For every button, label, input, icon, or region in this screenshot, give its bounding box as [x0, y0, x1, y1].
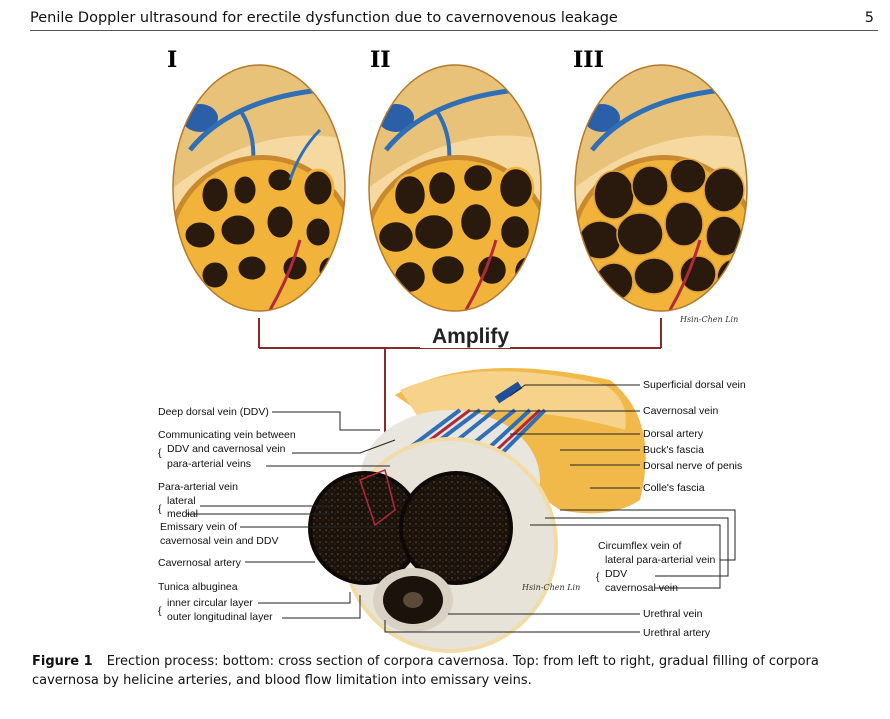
stage-label-iii: III	[573, 47, 604, 73]
label-superficial-dorsal-vein: Superficial dorsal vein	[643, 379, 746, 391]
stage-label-i: I	[167, 47, 177, 73]
amplify-label: Amplify	[432, 325, 509, 348]
stage-ii-oval	[363, 60, 553, 345]
label-emissary-1: Emissary vein of	[160, 521, 237, 533]
label-circumflex-ddv: DDV	[605, 568, 627, 580]
bracket-circumflex: {	[596, 571, 600, 583]
figure-caption-text: Erection process: bottom: cross section …	[32, 654, 819, 688]
label-communicating-2: DDV and cavernosal vein	[167, 443, 286, 455]
label-medial: medial	[167, 508, 198, 520]
label-inner-circular: inner circular layer	[167, 597, 253, 609]
label-urethral-vein: Urethral vein	[643, 608, 703, 620]
stage-iii-oval	[569, 60, 759, 345]
label-para-arterial-vein: Para-arterial vein	[158, 481, 238, 493]
label-tunica: Tunica albuginea	[158, 581, 238, 593]
label-ddv: Deep dorsal vein (DDV)	[158, 406, 269, 418]
bracket-communicating: {	[158, 447, 162, 459]
label-outer-longitudinal: outer longitudinal layer	[167, 611, 273, 623]
label-circumflex-1: Circumflex vein of	[598, 540, 682, 552]
label-urethral-artery: Urethral artery	[643, 627, 711, 639]
stage-i-oval	[167, 60, 357, 345]
label-cavernosal-artery: Cavernosal artery	[158, 557, 242, 569]
label-circumflex-2: lateral para-arterial vein	[605, 554, 715, 566]
bracket-tunica: {	[158, 605, 162, 617]
label-bucks-fascia: Buck's fascia	[643, 444, 704, 456]
signature-top: Hsin-Chen Lin	[679, 315, 738, 324]
label-cavernosal-vein: Cavernosal vein	[643, 405, 718, 417]
label-circumflex-cav: cavernosal vein	[605, 582, 678, 594]
label-lateral: lateral	[167, 495, 196, 507]
label-emissary-2: cavernosal vein and DDV	[160, 535, 278, 547]
figure-caption-label: Figure 1	[32, 654, 93, 669]
bracket-para-arterial: {	[158, 503, 162, 515]
label-communicating-1: Communicating vein between	[158, 429, 296, 441]
label-colles-fascia: Colle's fascia	[643, 482, 705, 494]
label-dorsal-artery: Dorsal artery	[643, 428, 704, 440]
stage-label-ii: II	[370, 47, 391, 73]
signature-bottom: Hsin-Chen Lin	[521, 583, 580, 592]
label-dorsal-nerve: Dorsal nerve of penis	[643, 460, 742, 472]
label-para-arterial-veins: para-arterial veins	[167, 458, 251, 470]
